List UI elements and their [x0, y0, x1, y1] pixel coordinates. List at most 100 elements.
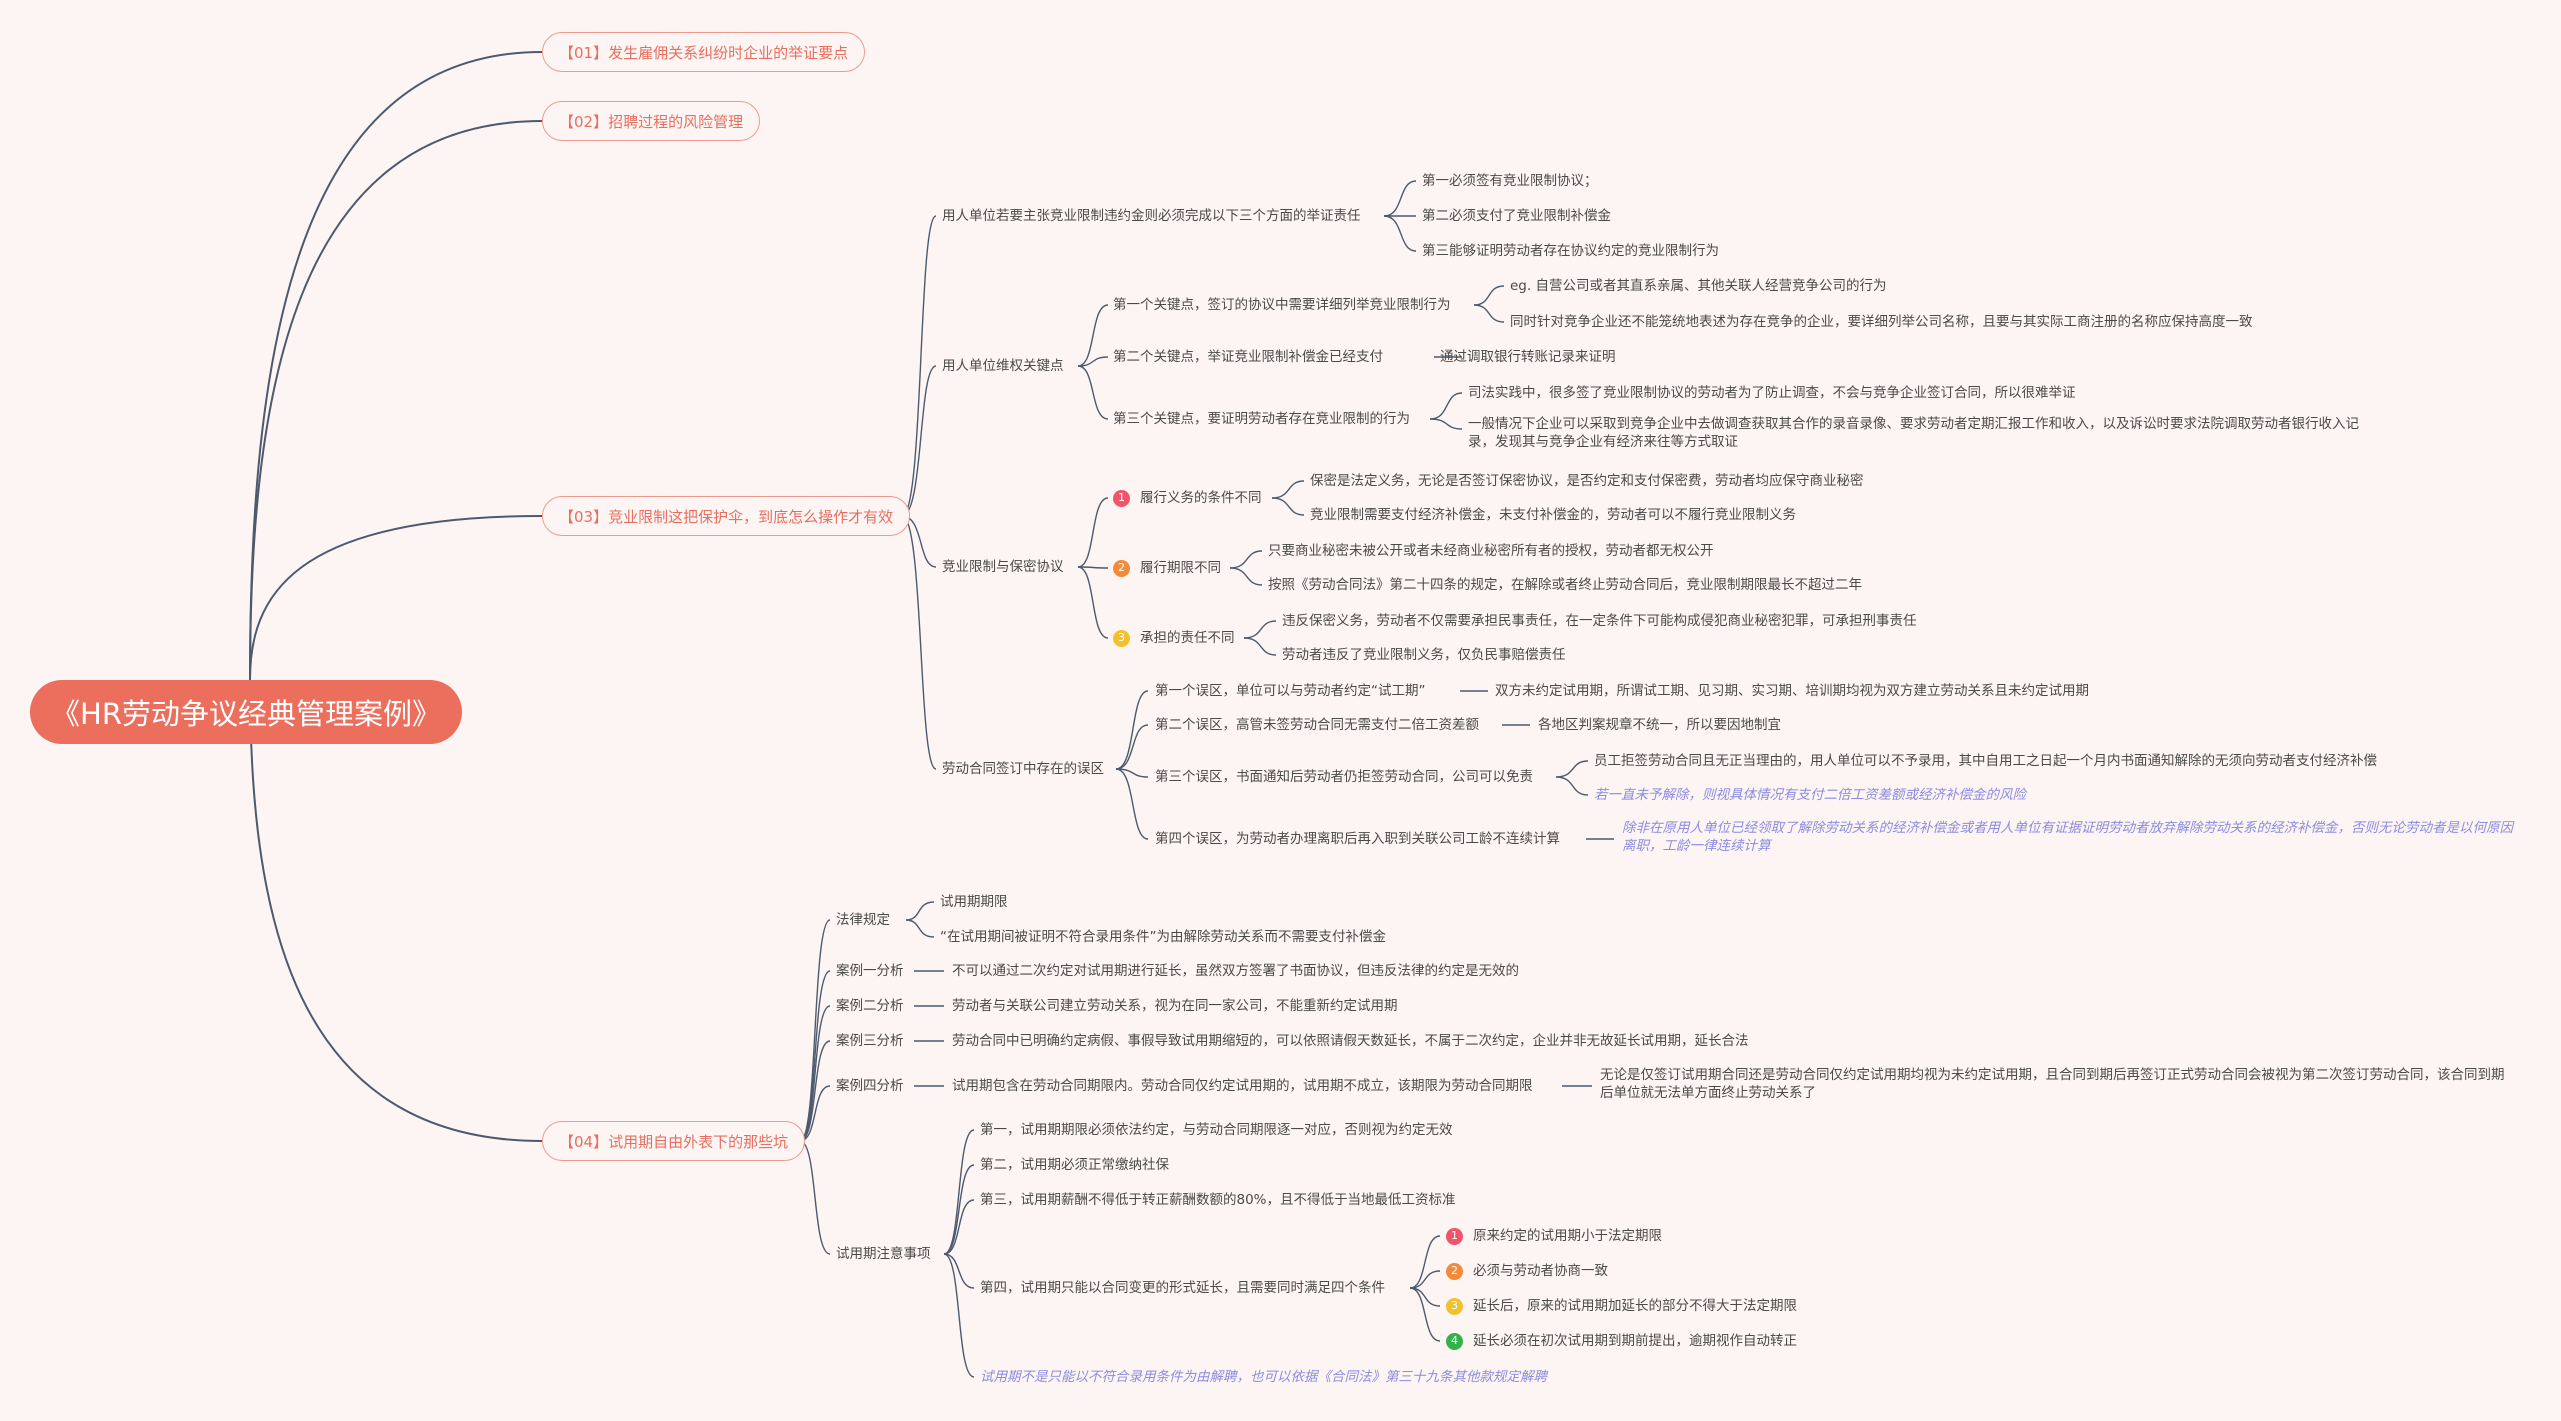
topic-misconception-4-hint[interactable]: 除非在原用人单位已经领取了解除劳动关系的经济补偿金或者用人单位有证据证明劳动者放… — [1622, 820, 2513, 854]
topic-case-4-item[interactable]: 试用期包含在劳动合同期限内。劳动合同仅约定试用期的，试用期不成立，该期限为劳动合… — [952, 1078, 1533, 1094]
connector-line — [1115, 724, 1149, 770]
connector-line — [1077, 497, 1109, 568]
topic-case-2[interactable]: 案例二分析 — [836, 998, 904, 1014]
topic-condition-2-label: 必须与劳动者协商一致 — [1473, 1263, 1608, 1279]
branch-01[interactable]: 【01】发生雇佣关系纠纷时企业的举证要点 — [542, 32, 866, 72]
topic-case-4-sub[interactable]: 无论是仅签订试用期合同还是劳动合同仅约定试用期均视为未约定试用期，且合同到期后再… — [1600, 1067, 2505, 1101]
connector-line — [1383, 180, 1417, 217]
topic-misconception-3-item[interactable]: 员工拒签劳动合同且无正当理由的，用人单位可以不予录用，其中自用工之日起一个月内书… — [1594, 753, 2377, 769]
topic-legal-item-2[interactable]: “在试用期间被证明不符合录用条件”为由解除劳动关系而不需要支付补偿金 — [940, 929, 1386, 945]
topic-proof-item-3[interactable]: 第三能够证明劳动者存在协议约定的竞业限制行为 — [1422, 243, 1719, 259]
topic-diff-3-item-1[interactable]: 违反保密义务，劳动者不仅需要承担民事责任，在一定条件下可能构成侵犯商业秘密犯罪，… — [1282, 613, 1917, 629]
topic-misconception-3-hint[interactable]: 若一直未予解除，则视具体情况有支付二倍工资差额或经济补偿金的风险 — [1594, 787, 2026, 803]
topic-key-points[interactable]: 用人单位维权关键点 — [942, 358, 1064, 374]
connector-line — [249, 51, 543, 681]
topic-notes-hint[interactable]: 试用期不是只能以不符合录用条件为由解聘，也可以依据《合同法》第三十九条其他款规定… — [980, 1369, 1547, 1385]
connector-line — [901, 215, 937, 517]
connector-line — [1429, 418, 1463, 430]
topic-proof-item-2[interactable]: 第二必须支付了竞业限制补偿金 — [1422, 208, 1611, 224]
root-topic[interactable]: 《HR劳动争议经典管理案例》 — [30, 680, 462, 744]
topic-misconception-2[interactable]: 第二个误区，高管未签劳动合同无需支付二倍工资差额 — [1155, 717, 1479, 733]
topic-noncompete-vs-confidentiality[interactable]: 竞业限制与保密协议 — [942, 559, 1064, 575]
topic-misconception-4[interactable]: 第四个误区，为劳动者办理离职后再入职到关联公司工龄不连续计算 — [1155, 831, 1560, 847]
connector-line — [1409, 1235, 1441, 1289]
branch-03[interactable]: 【03】竞业限制这把保护伞，到底怎么操作才有效 — [542, 496, 911, 536]
topic-key-point-1-item-1[interactable]: eg. 自营公司或者其直系亲属、其他关联人经营竞争公司的行为 — [1510, 278, 1887, 294]
topic-case-4[interactable]: 案例四分析 — [836, 1078, 904, 1094]
connector-line — [901, 515, 937, 770]
topic-key-point-3-item-2[interactable]: 一般情况下企业可以采取到竞争企业中去做调查获取其合作的录音录像、要求劳动者定期汇… — [1468, 416, 2359, 450]
topic-key-point-1-item-2[interactable]: 同时针对竞争企业还不能笼统地表述为存在竞争的企业，要详细列举公司名称，且要与其实… — [1510, 314, 2253, 330]
connector-line — [905, 901, 935, 921]
topic-diff-1[interactable]: 1 履行义务的条件不同 — [1113, 489, 1262, 507]
branch-04[interactable]: 【04】试用期自由外表下的那些坑 — [542, 1121, 806, 1161]
topic-case-3[interactable]: 案例三分析 — [836, 1033, 904, 1049]
topic-proof-item-1[interactable]: 第一必须签有竞业限制协议； — [1422, 173, 1598, 189]
connector-line — [1409, 1287, 1441, 1307]
topic-case-1[interactable]: 案例一分析 — [836, 963, 904, 979]
connector-line — [1229, 550, 1263, 569]
topic-diff-2-item-2[interactable]: 按照《劳动合同法》第二十四条的规定，在解除或者终止劳动合同后，竞业限制期限最长不… — [1268, 577, 1862, 593]
number-badge-1: 1 — [1446, 1227, 1463, 1245]
topic-misconception-1[interactable]: 第一个误区，单位可以与劳动者约定“试工期” — [1155, 683, 1426, 699]
connector-line — [943, 1199, 975, 1255]
connector-line — [249, 515, 543, 681]
topic-proof-requirements[interactable]: 用人单位若要主张竞业限制违约金则必须完成以下三个方面的举证责任 — [942, 208, 1361, 224]
connector-line — [1243, 620, 1277, 639]
topic-key-point-1[interactable]: 第一个关键点，签订的协议中需要详细列举竞业限制行为 — [1113, 297, 1451, 313]
topic-key-point-2[interactable]: 第二个关键点，举证竞业限制补偿金已经支付 — [1113, 349, 1383, 365]
connector-line — [943, 1253, 975, 1289]
number-badge-4: 4 — [1446, 1332, 1463, 1350]
branch-02[interactable]: 【02】招聘过程的风险管理 — [542, 101, 761, 141]
connector-line — [943, 1253, 975, 1378]
topic-diff-1-item-2[interactable]: 竞业限制需要支付经济补偿金，未支付补偿金的，劳动者可以不履行竞业限制义务 — [1310, 507, 1796, 523]
connector-line — [249, 120, 543, 681]
connector-line — [1115, 768, 1149, 840]
number-badge-2: 2 — [1446, 1262, 1463, 1280]
connector-line — [1409, 1270, 1441, 1289]
connector-line — [1229, 567, 1263, 586]
topic-contract-misconceptions[interactable]: 劳动合同签订中存在的误区 — [942, 761, 1104, 777]
topic-key-point-3[interactable]: 第三个关键点，要证明劳动者存在竞业限制的行为 — [1113, 411, 1410, 427]
topic-key-point-2-item[interactable]: 通过调取银行转账记录来证明 — [1440, 349, 1616, 365]
branch-03-label: 【03】竞业限制这把保护伞，到底怎么操作才有效 — [559, 507, 894, 526]
connector-line — [1077, 304, 1109, 367]
topic-case-2-item[interactable]: 劳动者与关联公司建立劳动关系，视为在同一家公司，不能重新约定试用期 — [952, 998, 1398, 1014]
topic-condition-2[interactable]: 2 必须与劳动者协商一致 — [1446, 1262, 1608, 1280]
topic-misconception-2-item[interactable]: 各地区判案规章不统一，所以要因地制宜 — [1538, 717, 1781, 733]
topic-note-2[interactable]: 第二，试用期必须正常缴纳社保 — [980, 1157, 1169, 1173]
connector-line — [799, 1005, 831, 1142]
topic-diff-2-item-1[interactable]: 只要商业秘密未被公开或者未经商业秘密所有者的授权，劳动者都无权公开 — [1268, 543, 1714, 559]
connector-line — [1077, 566, 1109, 569]
topic-note-1[interactable]: 第一，试用期期限必须依法约定，与劳动合同期限逐一对应，否则视为约定无效 — [980, 1122, 1453, 1138]
topic-diff-1-item-1[interactable]: 保密是法定义务，无论是否签订保密协议，是否约定和支付保密费，劳动者均应保守商业秘… — [1310, 473, 1864, 489]
topic-note-3[interactable]: 第三，试用期薪酬不得低于转正薪酬数额的80%，且不得低于当地最低工资标准 — [980, 1192, 1456, 1208]
topic-probation-notes[interactable]: 试用期注意事项 — [836, 1246, 931, 1262]
connector-line — [1115, 690, 1149, 770]
topic-diff-2-label: 履行期限不同 — [1140, 560, 1221, 576]
topic-case-3-item[interactable]: 劳动合同中已明确约定病假、事假导致试用期缩短的，可以依照请假天数延长，不属于二次… — [952, 1033, 1749, 1049]
topic-case-1-item[interactable]: 不可以通过二次约定对试用期进行延长，虽然双方签署了书面协议，但违反法律的约定是无… — [952, 963, 1519, 979]
topic-key-point-3-item-1[interactable]: 司法实践中，很多签了竞业限制协议的劳动者为了防止调查，不会与竞争企业签订合同，所… — [1468, 385, 2076, 401]
branch-01-label: 【01】发生雇佣关系纠纷时企业的举证要点 — [559, 43, 849, 62]
connector-line — [1077, 566, 1109, 639]
topic-note-4[interactable]: 第四，试用期只能以合同变更的形式延长，且需要同时满足四个条件 — [980, 1280, 1385, 1296]
connector-line — [943, 1129, 975, 1255]
topic-misconception-1-item[interactable]: 双方未约定试用期，所谓试工期、见习期、实习期、培训期均视为双方建立劳动关系且未约… — [1495, 683, 2089, 699]
topic-legal-item-1[interactable]: 试用期期限 — [940, 894, 1008, 910]
number-badge-1: 1 — [1113, 489, 1130, 507]
topic-diff-1-label: 履行义务的条件不同 — [1140, 490, 1262, 506]
connector-line — [799, 1140, 831, 1255]
connector-line — [249, 679, 543, 1142]
connector-line — [1473, 285, 1505, 306]
connector-line — [1115, 768, 1149, 778]
topic-diff-3-item-2[interactable]: 劳动者违反了竞业限制义务，仅负民事赔偿责任 — [1282, 647, 1566, 663]
connector-line — [1271, 497, 1305, 516]
topic-legal-provisions[interactable]: 法律规定 — [836, 912, 890, 928]
topic-misconception-3[interactable]: 第三个误区，书面通知后劳动者仍拒签劳动合同，公司可以免责 — [1155, 769, 1533, 785]
